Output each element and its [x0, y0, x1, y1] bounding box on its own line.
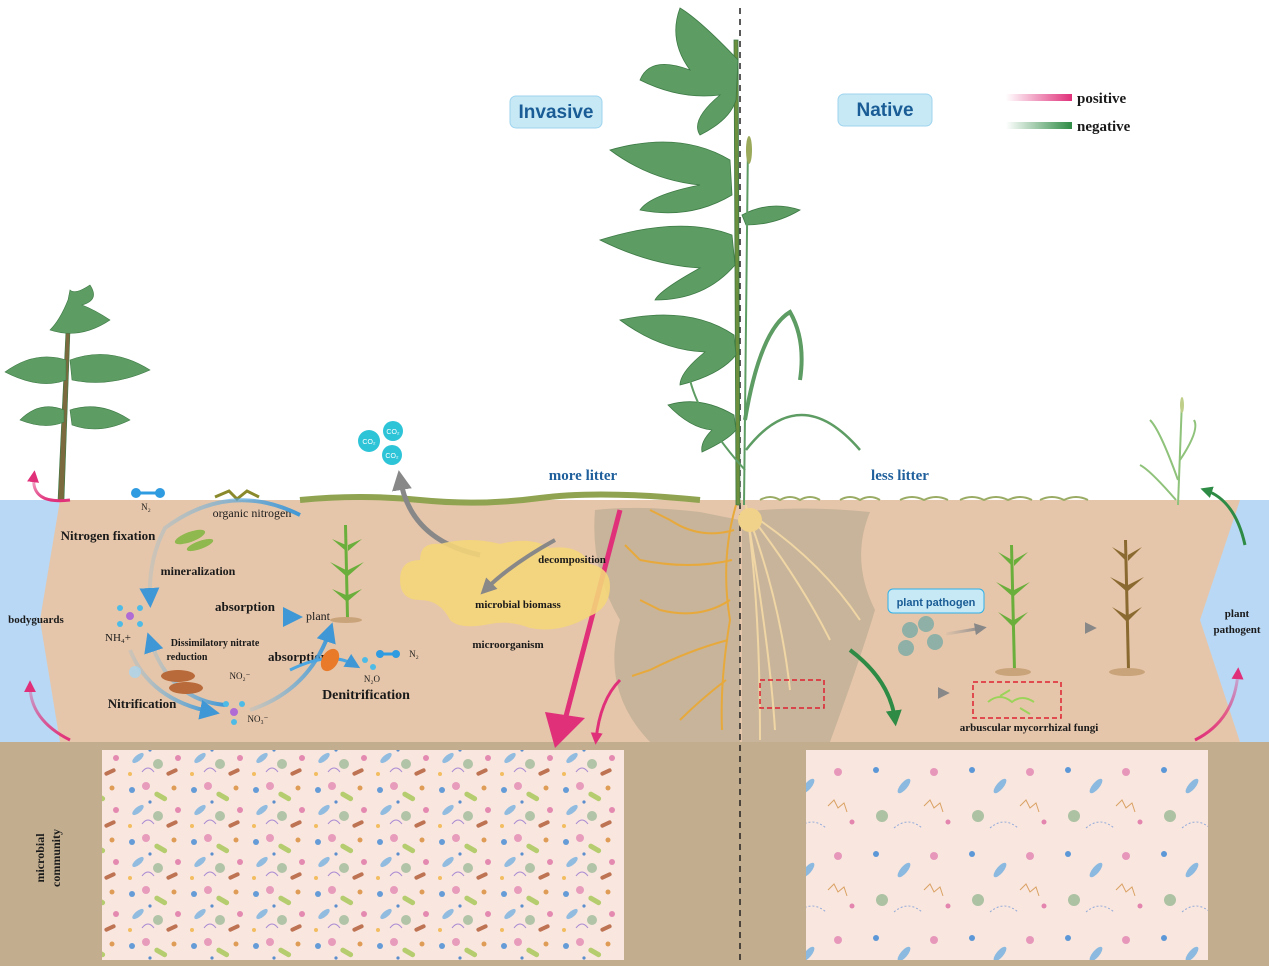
co2-label-3: CO₂ — [385, 453, 399, 460]
right-lower-positive-arrow — [1194, 667, 1244, 742]
absorption-label-1: absorption — [215, 599, 276, 614]
bodyguards-label: bodyguards — [8, 614, 64, 626]
bacteria-brown-2 — [169, 682, 203, 694]
amf-hyphae — [987, 689, 1035, 715]
litter-native — [759, 496, 1089, 502]
plant-pathogent-label-2: pathogent — [1213, 624, 1260, 636]
co2-label-1: CO₂ — [362, 439, 376, 446]
native-root-zone — [742, 508, 875, 742]
healthy-seedling — [995, 545, 1031, 676]
plant-label: plant — [306, 609, 331, 623]
mineralization-arrow — [139, 498, 301, 608]
legend-positive-swatch — [1006, 94, 1072, 101]
no3-label: NO₃⁻ — [248, 714, 269, 724]
bacteria-green-2 — [186, 538, 214, 552]
plant-pathogent-panel — [1200, 500, 1269, 742]
invasive-microbes — [102, 750, 624, 960]
microorganism-label: microorganism — [472, 639, 543, 651]
microbial-community-label-2: community — [49, 829, 63, 887]
organic-matter-icon — [214, 489, 260, 502]
invasive-pill: Invasive — [509, 95, 603, 129]
absorption-arrow-2 — [249, 622, 336, 712]
n2-right-label: N₂ — [409, 649, 419, 659]
bodyguards-panel — [0, 500, 60, 742]
microbial-community-label-group: microbial community — [33, 829, 63, 887]
amf-zoom-box-source — [759, 679, 825, 709]
mineralization-label: mineralization — [161, 564, 236, 578]
nitrogen-cycle: N₂ organic nitrogen Nitrogen fixation mi… — [61, 488, 419, 725]
plant-pathogen-label: plant pathogen — [897, 597, 976, 609]
native-pill: Native — [837, 93, 933, 127]
organic-nitrogen-label: organic nitrogen — [213, 506, 292, 520]
invasive-label: Invasive — [519, 102, 594, 123]
left-lower-positive-arrow — [24, 680, 71, 742]
nitrifier-icon — [129, 666, 141, 678]
amf-zoom-box — [972, 681, 1062, 719]
root-crown — [738, 508, 762, 532]
plant-pathogen-pill: plant pathogen — [887, 588, 985, 614]
left-upper-positive-arrow — [27, 470, 71, 503]
invasive-plant — [598, 7, 801, 506]
nitrogen-fixation-label: Nitrogen fixation — [61, 528, 156, 543]
litter-invasive — [299, 491, 701, 506]
bacteria-brown-1 — [161, 670, 195, 682]
decomposition-label: decomposition — [538, 554, 606, 566]
microorganism-blob — [400, 540, 610, 630]
invasive-roots — [624, 504, 737, 731]
co2-label-2: CO₂ — [386, 429, 400, 436]
nitrification-arrow — [128, 649, 220, 720]
nh4-molecule — [117, 605, 143, 627]
legend: positive negative — [1006, 91, 1131, 135]
nh4-label: NH₄+ — [105, 632, 131, 644]
legend-negative-swatch — [1006, 122, 1072, 129]
bacteria-green-1 — [174, 529, 206, 545]
invasive-root-zone — [594, 507, 740, 742]
amf-label: arbuscular mycorrhizal fungi — [960, 722, 1099, 734]
plant-pathogent-label-1: plant — [1225, 608, 1250, 620]
no2-label: NO₂⁻ — [230, 671, 251, 681]
legend-positive-label: positive — [1077, 91, 1127, 107]
decomposition-arrow — [480, 538, 556, 595]
pink-arrow-secondary — [590, 678, 622, 745]
co2-bubbles: CO₂ CO₂ CO₂ — [358, 421, 403, 465]
native-grass — [689, 136, 861, 506]
pink-arrow-main — [562, 509, 623, 721]
denitrification-label: Denitrification — [322, 688, 410, 703]
pink-arrow-main-head — [545, 712, 585, 748]
native-label: Native — [856, 100, 913, 121]
bacteria-orange — [320, 648, 340, 672]
n2-top-label: N₂ — [141, 502, 151, 512]
right-grass — [1139, 397, 1197, 506]
nitrification-label: Nitrification — [108, 696, 177, 711]
dissimilatory-label-1: Dissimilatory nitrate — [171, 638, 260, 649]
right-upper-negative-arrow — [1200, 486, 1247, 546]
pathogen-particles — [898, 616, 943, 656]
native-roots — [745, 504, 861, 741]
less-litter-label: less litter — [871, 468, 929, 484]
microbial-community-label-1: microbial — [33, 833, 47, 883]
legend-negative-label: negative — [1077, 119, 1131, 135]
plant-icon — [330, 525, 364, 623]
microbial-biomass-label: microbial biomass — [475, 599, 561, 611]
n2o-label: N₂O — [364, 674, 381, 684]
diseased-seedling — [1109, 540, 1145, 676]
native-microbes — [806, 750, 1208, 960]
dissimilatory-label-2: reduction — [167, 652, 208, 663]
pathogen-arrow-1 — [945, 623, 987, 636]
more-litter-label: more litter — [549, 468, 618, 484]
left-plant — [4, 284, 151, 501]
green-arrow-native — [848, 648, 902, 727]
